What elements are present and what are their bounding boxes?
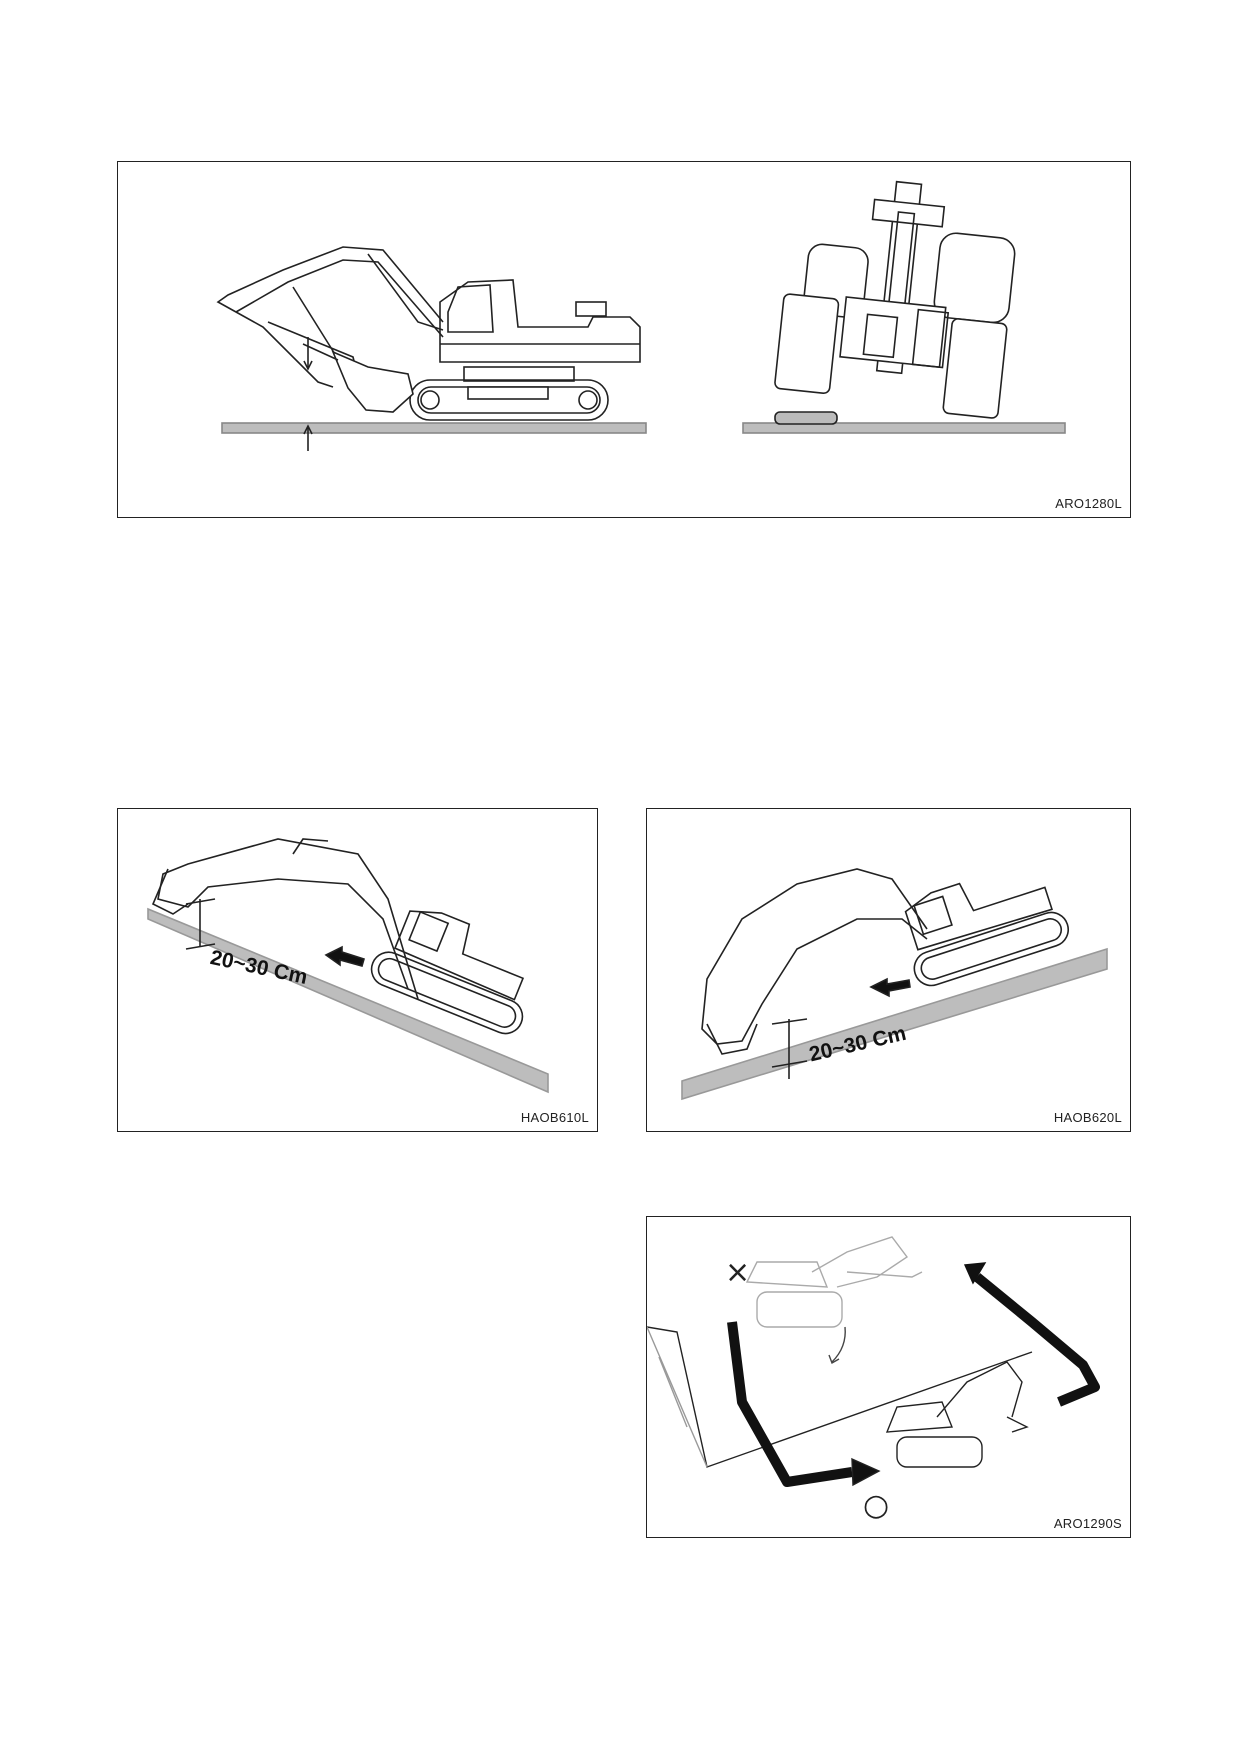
uphill-travel-drawing — [681, 868, 1108, 1101]
wrong-mark: × — [725, 1255, 751, 1290]
figure-code: ARO1290S — [1053, 1516, 1122, 1531]
figure-code: HAOB620L — [1053, 1110, 1122, 1125]
excavator-stance-drawing — [216, 180, 1066, 451]
figure-excavator-stance: ARO1280L — [117, 161, 1131, 518]
figure-uphill-travel: 20~30 Cm HAOB620L — [646, 808, 1131, 1132]
figure-code: HAOB610L — [520, 1110, 589, 1125]
figure-slope-turning: × ○ ARO1290S — [646, 1216, 1131, 1538]
figure-downhill-travel: 20~30 Cm HAOB610L — [117, 808, 598, 1132]
figure-code: ARO1280L — [1055, 496, 1122, 511]
slope-turning-drawing — [647, 1236, 1100, 1487]
right-mark: ○ — [863, 1488, 890, 1523]
downhill-travel-drawing — [147, 838, 549, 1094]
